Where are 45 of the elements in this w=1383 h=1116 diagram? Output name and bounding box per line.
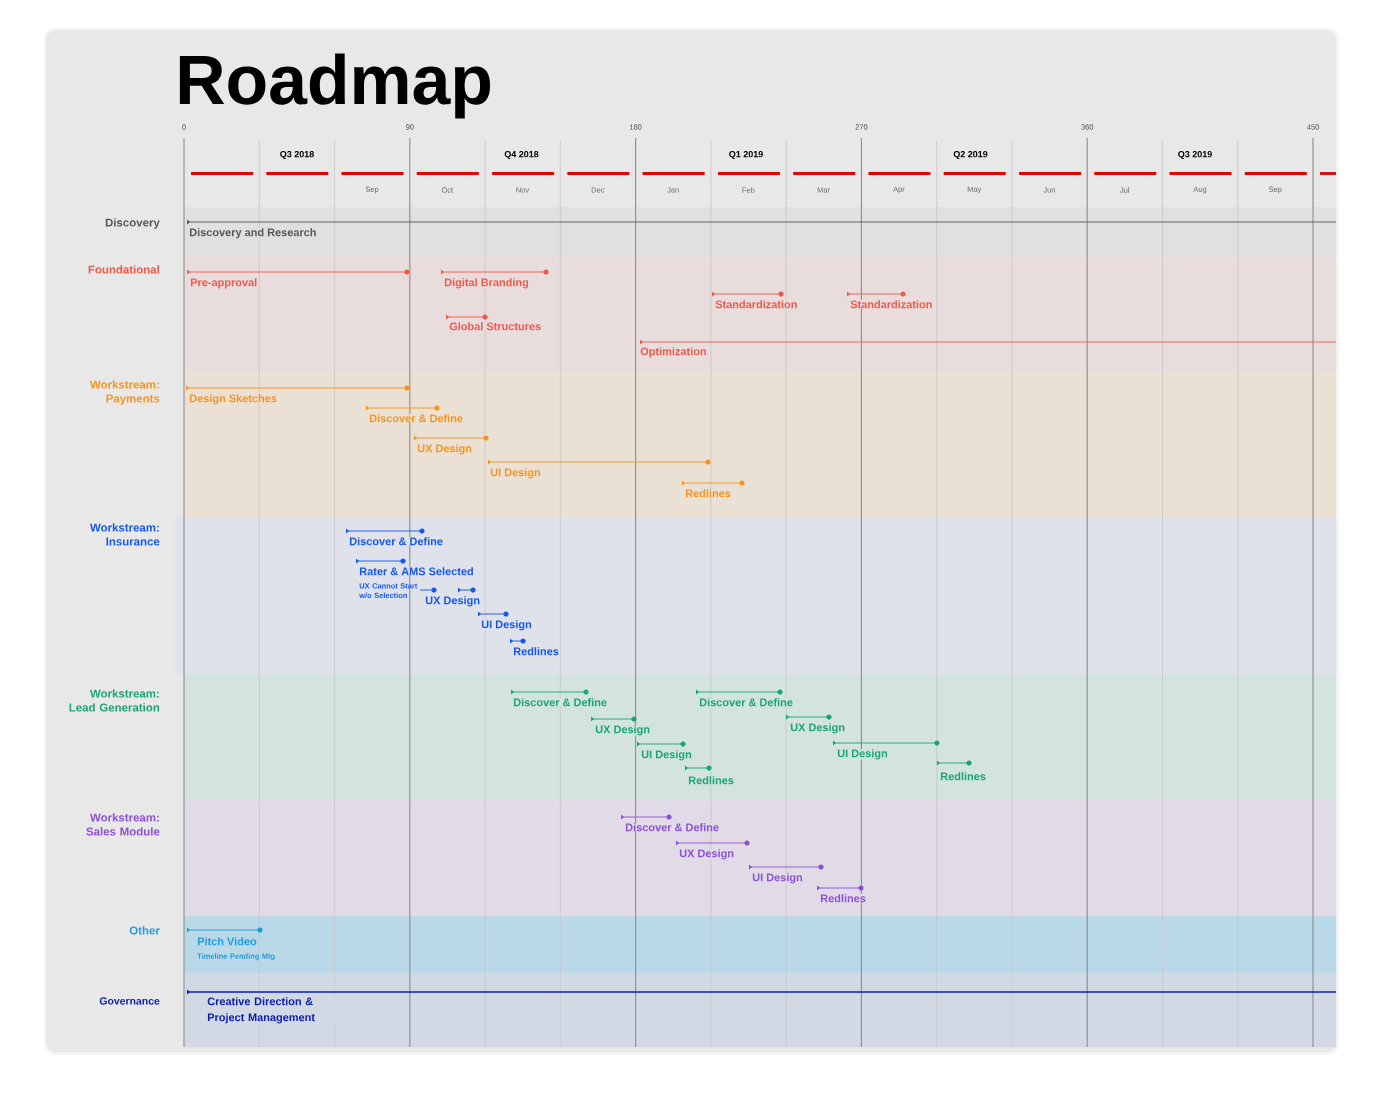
task-label: UX Design — [595, 725, 650, 736]
quarter-label: Q2 2019 — [953, 151, 988, 159]
task-label: Pitch Video — [197, 937, 257, 946]
task-label: Digital Branding — [444, 278, 529, 289]
quarter-label: Q1 2019 — [729, 151, 763, 159]
task-label: UX Design — [679, 849, 734, 860]
lane-label: Workstream: Insurance — [90, 523, 160, 546]
task-label: UI Design — [641, 750, 692, 761]
task-label: UX Design — [417, 444, 472, 455]
task-label: Pre-approval — [190, 278, 258, 289]
task-label: Creative Direction & Project Management — [207, 997, 338, 1024]
lane-label: Foundational — [88, 265, 159, 274]
lane-label: Other — [129, 926, 160, 935]
task-label: Discover & Define — [349, 537, 443, 546]
task-label: Redlines — [513, 647, 559, 656]
task-label: UI Design — [481, 620, 532, 631]
task-label: Design Sketches — [189, 394, 277, 405]
quarter-label: Q4 2018 — [504, 151, 539, 159]
task-label: UX Design — [790, 723, 845, 734]
task-label: UI Design — [752, 873, 803, 884]
task-label: Redlines — [820, 894, 866, 903]
lane-label: Workstream: Payments — [90, 380, 160, 405]
task-label: Redlines — [685, 489, 731, 498]
task-label: Discovery and Research — [189, 228, 317, 239]
lane-label: Workstream: Lead Generation — [69, 689, 160, 712]
lane-label: Workstream: Sales Module — [86, 813, 160, 836]
quarter-label: Q3 2019 — [1178, 151, 1212, 159]
task-label: UI Design — [837, 749, 888, 760]
task-label: UX Design — [425, 596, 480, 607]
task-label: Rater & AMS Selected — [359, 567, 474, 576]
task-label: Optimization — [640, 347, 707, 358]
task-label: Discover & Define — [699, 698, 793, 707]
task-label: UI Design — [490, 468, 541, 479]
title: Roadmap — [179, 53, 491, 119]
task-label: Global Structures — [449, 322, 542, 331]
task-label: Discover & Define — [625, 823, 719, 832]
task-label: Redlines — [688, 776, 734, 785]
quarter-label: Q3 2018 — [280, 151, 314, 159]
task-label: Discover & Define — [369, 414, 463, 423]
lane-label: Governance — [99, 997, 160, 1005]
lane-label: Discovery — [105, 218, 160, 229]
task-label: Standardization — [715, 300, 798, 309]
task-label: Standardization — [850, 300, 933, 309]
task-label: Redlines — [940, 772, 986, 781]
task-label: Discover & Define — [513, 698, 607, 707]
